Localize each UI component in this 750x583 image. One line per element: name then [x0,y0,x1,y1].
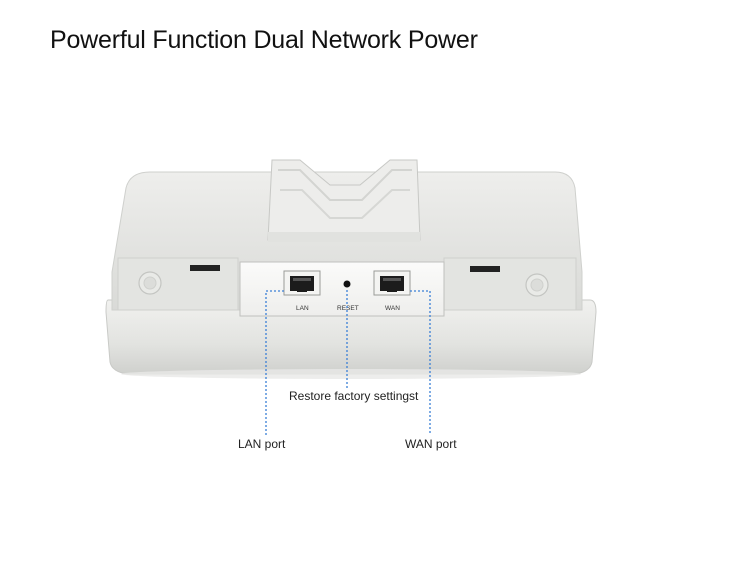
mounting-bracket [267,159,421,242]
lan-port-tag: LAN [296,305,309,312]
wan-callout-line [410,290,431,435]
screw-hole-left-icon [138,271,162,295]
wan-port-tag: WAN [385,305,400,312]
lan-port-icon [283,270,321,296]
restore-callout-label: Restore factory settingst [289,389,419,403]
vent-slot-right [470,266,500,272]
reset-tag: RESET [337,305,359,312]
reset-hole-icon [343,280,351,288]
vent-slot-left [190,265,220,271]
lan-callout-label: LAN port [238,437,286,451]
callout-lines [265,290,431,435]
wan-port-icon [373,270,411,296]
lan-callout-line [265,290,284,435]
page-title: Powerful Function Dual Network Power [50,26,478,54]
wan-callout-label: WAN port [405,437,457,451]
screw-hole-right-icon [525,273,549,297]
